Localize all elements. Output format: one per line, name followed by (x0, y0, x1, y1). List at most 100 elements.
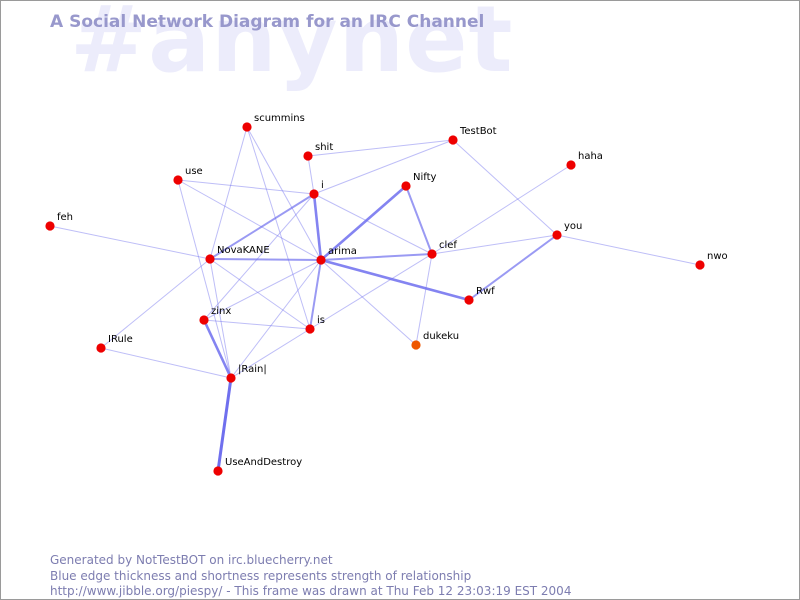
edge-NovaKANE-Rainl (209, 258, 232, 379)
edge-i-zinx (203, 193, 315, 321)
node-dot-is (305, 324, 315, 334)
edge-is-Rainl (230, 328, 311, 379)
node-dot-scummins (242, 122, 252, 132)
footer-legend-note: Blue edge thickness and shortness repres… (50, 569, 472, 583)
edge-i-NovaKANE (209, 193, 315, 260)
node-label-i: i (321, 180, 324, 191)
node-label-you: you (564, 221, 582, 232)
edge-arima-zinx (203, 259, 322, 321)
node-dot-use (173, 175, 183, 185)
node-label-clef: clef (439, 240, 457, 251)
node-clef: clef (427, 240, 457, 259)
node-dot-you (552, 230, 562, 240)
edge-arima-dukeku (320, 259, 417, 346)
node-dot-feh (45, 221, 55, 231)
node-dot-arima (316, 255, 326, 265)
node-dot-haha (566, 160, 576, 170)
node-label-nwo: nwo (707, 251, 728, 262)
node-NovaKANE: NovaKANE (205, 245, 270, 264)
edge-Nifty-clef (405, 185, 433, 255)
node-label-Nifty: Nifty (413, 172, 437, 183)
node-label-Rwf: Rwf (476, 286, 495, 297)
node-label-scummins: scummins (254, 113, 305, 124)
edge-arima-is (309, 259, 322, 330)
node-label-arima: arima (328, 246, 357, 257)
node-i: i (309, 180, 324, 199)
node-you: you (552, 221, 582, 240)
diagram-title: A Social Network Diagram for an IRC Chan… (50, 12, 485, 32)
node-zinx: zinx (199, 306, 231, 325)
node-label-haha: haha (578, 151, 603, 162)
edge-haha-clef (431, 164, 572, 255)
edge-you-nwo (556, 234, 701, 266)
node-label-UseAndDestroy: UseAndDestroy (225, 457, 302, 468)
node-dot-UseAndDestroy (213, 466, 223, 476)
edge-IRule-Rainl (100, 347, 232, 379)
node-arima: arima (316, 246, 357, 265)
node-dot-i (309, 189, 319, 199)
edge-NovaKANE-arima (209, 258, 322, 261)
edge-use-Rainl (177, 179, 232, 379)
node-label-IRule: IRule (108, 334, 133, 345)
node-dot-Nifty (401, 181, 411, 191)
node-dot-Rwf (464, 295, 474, 305)
edge-zinx-Rainl (202, 319, 233, 379)
node-use: use (173, 166, 203, 185)
edge-TestBot-you (452, 139, 558, 236)
footer-generated-by: Generated by NotTestBOT on irc.bluecherr… (50, 553, 333, 567)
node-dot-NovaKANE (205, 254, 215, 264)
node-UseAndDestroy: UseAndDestroy (213, 457, 302, 476)
node-nwo: nwo (695, 251, 728, 270)
edge-you-Rwf (468, 234, 558, 301)
node-feh: feh (45, 212, 73, 231)
edge-scummins-arima (246, 126, 322, 261)
node-label-is: is (317, 315, 325, 326)
edge-clef-is (309, 253, 433, 330)
edge-clef-dukeku (415, 253, 433, 346)
node-dot-IRule (96, 343, 106, 353)
node-Rwf: Rwf (464, 286, 495, 305)
node-label-Rainl: |Rain| (238, 364, 267, 375)
node-dot-TestBot (448, 135, 458, 145)
node-IRule: IRule (96, 334, 133, 353)
node-scummins: scummins (242, 113, 305, 132)
node-TestBot: TestBot (448, 126, 497, 145)
edge-Rainl-UseAndDestroy (216, 377, 233, 472)
node-label-shit: shit (315, 142, 333, 153)
edge-i-clef (313, 193, 433, 255)
edge-zinx-is (203, 319, 311, 330)
edge-clef-you (431, 234, 558, 255)
edge-Nifty-arima (320, 185, 407, 261)
edge-shit-i (307, 155, 315, 195)
edge-arima-Rwf (320, 258, 470, 302)
node-dot-shit (303, 151, 313, 161)
edge-TestBot-i (313, 139, 454, 195)
node-label-dukeku: dukeku (423, 331, 459, 342)
node-label-TestBot: TestBot (459, 126, 497, 137)
node-label-use: use (185, 166, 203, 177)
edge-use-arima (177, 179, 322, 261)
node-label-NovaKANE: NovaKANE (217, 245, 270, 256)
node-Nifty: Nifty (401, 172, 437, 191)
node-dukeku: dukeku (411, 331, 459, 350)
node-haha: haha (566, 151, 603, 170)
node-shit: shit (303, 142, 333, 161)
edge-i-arima (312, 193, 323, 261)
edges-layer (49, 126, 701, 472)
edge-shit-TestBot (307, 139, 454, 157)
node-dot-nwo (695, 260, 705, 270)
node-label-zinx: zinx (211, 306, 231, 317)
edge-arima-Rainl (230, 259, 322, 379)
node-is: is (305, 315, 325, 334)
node-dot-zinx (199, 315, 209, 325)
node-dot-Rainl (226, 373, 236, 383)
node-label-feh: feh (57, 212, 73, 223)
edge-scummins-is (246, 126, 311, 330)
node-Rainl: |Rain| (226, 364, 267, 383)
edge-feh-NovaKANE (49, 225, 211, 260)
node-dot-clef (427, 249, 437, 259)
edge-NovaKANE-IRule (100, 258, 211, 349)
footer-url-timestamp: http://www.jibble.org/piespy/ - This fra… (50, 584, 572, 598)
channel-watermark: #anynet (70, 0, 514, 93)
